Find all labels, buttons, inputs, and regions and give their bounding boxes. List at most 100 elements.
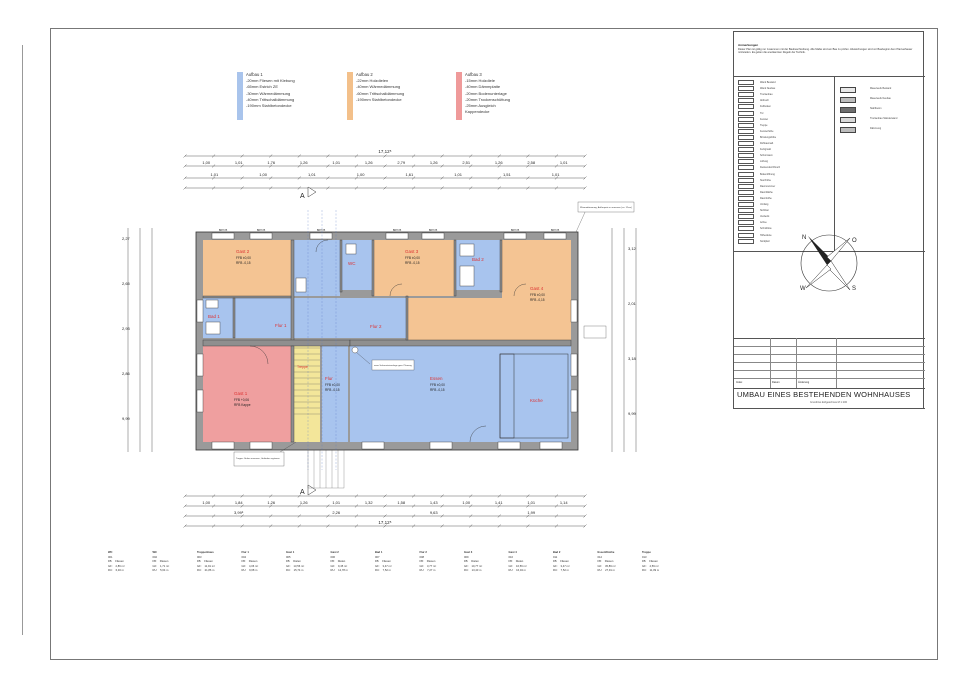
legend-row: Deckendurchbruch	[738, 165, 780, 173]
legend-label: Raumfläche	[760, 190, 773, 194]
room-table-belag: FB:Fliesen	[153, 560, 197, 565]
legend-row: Sturzhöhe	[738, 177, 771, 186]
window	[503, 232, 527, 240]
dim-label: 1,00	[202, 160, 211, 165]
legend-symbol	[738, 80, 754, 85]
section-marker-top: A	[300, 186, 317, 200]
dim-label: 2,93	[122, 326, 131, 331]
legend-row: Verdeckt	[738, 214, 769, 222]
room-table-key: RU:	[152, 569, 158, 573]
dim-label: 1,26	[430, 160, 439, 165]
callout-text: neue Schornsteinanlage gem. Planung	[374, 364, 412, 367]
legend-divider	[834, 77, 835, 251]
dim-label: 1,32	[365, 500, 374, 505]
room-table-area: GF:3,47 m²	[553, 565, 597, 570]
room-table-name: Bad 1	[375, 551, 383, 554]
window	[543, 232, 567, 240]
room-table-value: 5,64 m	[160, 569, 169, 573]
room-table-key: GF:	[419, 564, 424, 568]
dim-label: 1,26	[300, 500, 309, 505]
legend-label: Brüstungshöhe	[760, 136, 777, 140]
room-name: Gast 4	[530, 286, 544, 291]
room-table-value: 4,06 m²	[248, 564, 259, 568]
window-label: BRH 85	[393, 229, 402, 232]
legend-symbol	[738, 98, 754, 104]
dim-label: 2,01	[628, 301, 637, 306]
room-table-umf: RU:6,46 m	[108, 569, 152, 574]
room-table-value: 16,56 m²	[515, 564, 527, 568]
room-table-belag: FB:Fliesen	[108, 560, 152, 565]
legend-row: Achse	[738, 220, 767, 228]
legend-label: Lüftung	[760, 160, 768, 164]
legend-hatch-swatch	[840, 117, 856, 123]
room-table-key: FB:	[553, 560, 558, 564]
room-table-key: RU:	[508, 569, 514, 573]
window-label: BRH 85	[257, 229, 266, 232]
buildup-3: Aufbau 3 -15mm Holzdiele -40mm Dämmplatt…	[456, 72, 561, 120]
room-table-value: Dielen	[293, 560, 301, 564]
dim-label: 3,99⁵	[234, 510, 244, 515]
rev-col-date: Datum	[772, 381, 780, 384]
room-table-name: WC	[108, 551, 113, 554]
buildup-1-title: Aufbau 1	[246, 72, 263, 77]
room-labels: Gast 2 FFB ±0,00 RFB -0,15 Bad 1 Flur 1 …	[208, 249, 545, 407]
legend-hatch-label: Mauerwerk Bestand	[870, 87, 892, 90]
legend-row: Raumnummer	[738, 183, 775, 192]
room-table-umf: RU:12,78 m	[331, 569, 375, 574]
window	[196, 353, 204, 377]
room-table-value: 13,56 m²	[293, 564, 305, 568]
dim-label: 1,51	[503, 172, 512, 177]
window	[361, 441, 385, 450]
room-table-key: FB:	[642, 560, 647, 564]
dim-label: 2,58	[527, 160, 536, 165]
window	[196, 299, 204, 323]
callouts: Wärmedämmung, Außenputz zu erneuern (ca.…	[233, 201, 635, 467]
legend-label: Wand Bestand	[760, 81, 776, 85]
room-gast2	[203, 240, 291, 296]
room-table-key: FB:	[108, 560, 113, 564]
punch-margin-line	[22, 45, 23, 635]
room-table-value: 11,09 m	[649, 569, 660, 573]
legend-symbol	[738, 153, 754, 159]
revision-table: Index Datum Änderung	[734, 338, 925, 409]
legend-label: Fenster	[760, 117, 769, 121]
legend-hatch-swatch	[840, 107, 856, 113]
compass-label-w: W	[800, 286, 806, 292]
room-table-name: Essen/Küche	[597, 551, 615, 554]
section-label-top: A	[300, 193, 305, 200]
room-gast4-ext	[408, 298, 502, 340]
room-table-key: GF:	[464, 564, 469, 568]
dim-label: 2,79	[397, 160, 406, 165]
dim-label: 1,14	[560, 500, 569, 505]
room-table-umf: RU:9,68 m	[242, 569, 286, 574]
room-table-key: FB:	[419, 560, 424, 564]
room-table-value: 10,77 m²	[471, 564, 483, 568]
window	[249, 441, 273, 450]
room-flur2	[294, 298, 406, 338]
legend-symbol	[738, 202, 754, 207]
dim-label: 1,26	[365, 160, 374, 165]
room-table-value: 3,47 m²	[560, 564, 570, 568]
room-table-key: GF:	[553, 564, 558, 568]
room-table-umf: RU:21,86 m	[197, 569, 241, 574]
inner-walls	[202, 239, 572, 443]
legend-symbol	[738, 104, 754, 110]
room-table-value: Dielen	[337, 560, 346, 564]
room-table-key: RU:	[197, 569, 202, 573]
room-table-belag: FB:Fliesen	[420, 560, 464, 565]
dim-label: 1,00	[462, 500, 471, 505]
legend-label: Nordpfeil	[760, 239, 770, 243]
room-info: FFB ±0,00	[430, 383, 445, 387]
room-table-number: 002	[152, 555, 157, 559]
dim-label: 1,76	[267, 160, 276, 165]
room-info: RFB -0,15	[405, 261, 420, 265]
room-table-key: RU:	[286, 569, 291, 573]
room-table-name: Gast 2	[330, 551, 339, 554]
room-table-umf: RU:15,74 m	[286, 569, 330, 574]
window	[429, 441, 453, 450]
room-table-name: Treppenhaus	[197, 551, 214, 554]
room-flur1	[235, 298, 291, 338]
room-table-value: 45,89 m²	[604, 564, 616, 568]
